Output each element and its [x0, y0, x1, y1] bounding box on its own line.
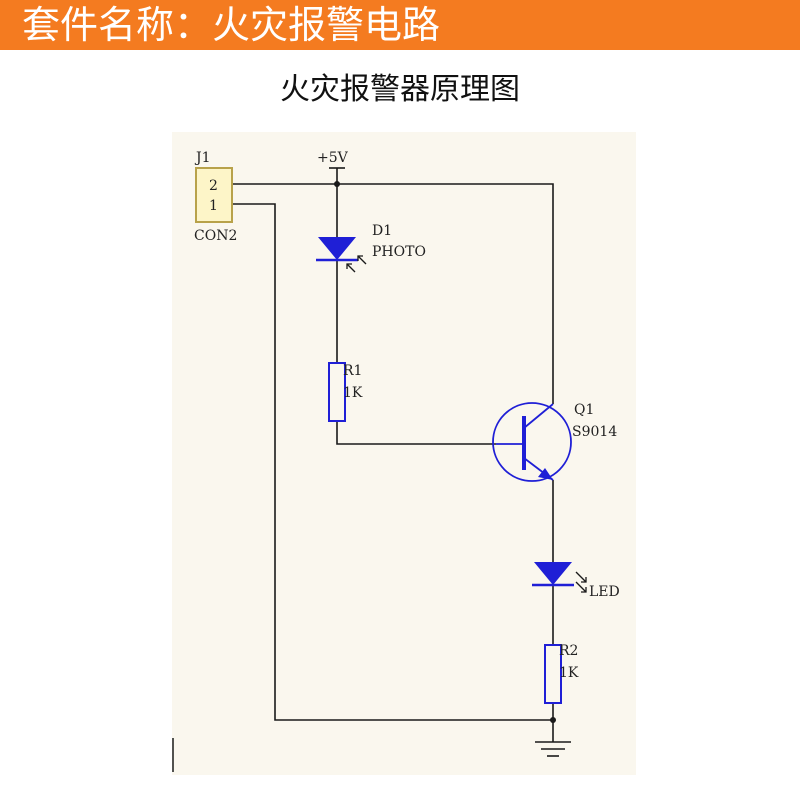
- photodiode-triangle: [318, 237, 356, 260]
- transistor-emitter-arrow: [538, 468, 553, 480]
- resistor-r1-body: [328, 362, 346, 422]
- supply-symbol: +5V: [317, 150, 349, 169]
- wire-r1-to-base: [336, 421, 496, 445]
- led-light-arrows: [575, 571, 587, 593]
- wire-return: [232, 203, 553, 721]
- led: LED: [532, 562, 620, 600]
- led-triangle: [534, 562, 572, 585]
- resistor-r2-value: 1K: [559, 665, 579, 681]
- transistor-ref: Q1: [574, 402, 594, 418]
- ground-symbol: [535, 741, 571, 757]
- junction-rail: [334, 181, 340, 187]
- resistor-r1-ref: R1: [343, 363, 362, 379]
- connector-j1: 2 1 J1 CON2: [194, 150, 237, 244]
- diagram-heading: 火灾报警器原理图: [280, 72, 520, 107]
- junction-ground: [550, 717, 556, 723]
- transistor-value: S9014: [572, 424, 617, 440]
- kit-name-title: 套件名称：火灾报警电路: [22, 3, 441, 47]
- resistor-r2-ref: R2: [559, 643, 578, 659]
- photodiode-light-arrows: [346, 255, 367, 273]
- transistor-q1: Q1 S9014: [492, 402, 617, 482]
- connector-body: [195, 167, 233, 223]
- resistor-r1-value: 1K: [343, 385, 363, 401]
- resistor-r2-body: [544, 644, 562, 704]
- photodiode-d1: D1 PHOTO: [316, 223, 426, 273]
- title-banner: 套件名称：火灾报警电路: [0, 0, 800, 50]
- photodiode-ref: D1: [372, 223, 392, 239]
- schematic-paper: [172, 132, 636, 775]
- supply-label: +5V: [317, 150, 349, 166]
- transistor-collector-lead: [523, 403, 554, 429]
- connector-pin-2: 2: [209, 178, 218, 194]
- resistor-r1: R1 1K: [328, 362, 363, 422]
- fire-alarm-schematic: +5V 2 1 J1 CON2 D1 PHOTO R1 1K Q1: [172, 132, 636, 775]
- connector-value: CON2: [194, 228, 237, 244]
- transistor-body: [492, 402, 572, 482]
- resistor-r2: R2 1K: [544, 643, 579, 704]
- connector-ref: J1: [194, 150, 211, 166]
- led-value: LED: [589, 584, 620, 600]
- photodiode-value: PHOTO: [372, 244, 426, 260]
- connector-pin-1: 1: [209, 198, 218, 214]
